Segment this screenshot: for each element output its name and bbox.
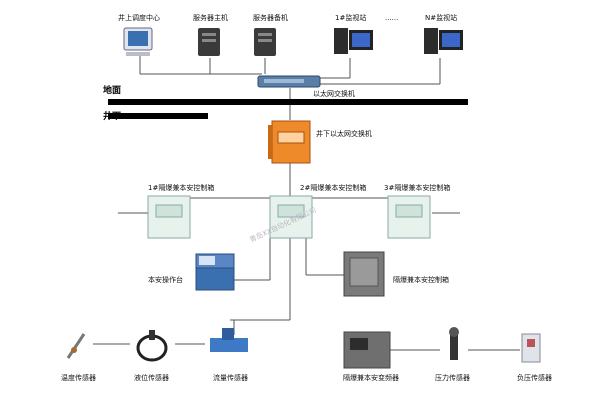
server-host-label: 服务器主机: [193, 14, 228, 22]
box-1-label: 1#隔爆兼本安控制箱: [148, 184, 215, 192]
operator-console-icon: [195, 253, 235, 291]
vacuum-sensor-label: 负压传感器: [517, 374, 552, 382]
cabinet-icon: [343, 251, 385, 297]
box-3-label: 3#隔爆兼本安控制箱: [384, 184, 451, 192]
ground-bar: [108, 99, 468, 105]
dispatch-center-label: 井上调度中心: [118, 14, 160, 22]
ethernet-switch-icon: [257, 75, 321, 88]
ground-label: 地面: [103, 86, 122, 96]
monitor-station-1-icon: [334, 28, 373, 54]
server-host-icon: [198, 28, 220, 56]
monitor-station-n-label: N#监视站: [425, 14, 458, 22]
flow-sensor-label: 流量传感器: [213, 374, 248, 382]
control-box-2-icon: [269, 195, 313, 239]
level-sensor-icon: [136, 330, 168, 362]
cabinet-label: 隔爆兼本安控制箱: [393, 276, 449, 284]
monitor-station-1-label: 1#监视站: [335, 14, 367, 22]
operator-console-label: 本安操作台: [148, 276, 183, 284]
box-2-label: 2#隔爆兼本安控制箱: [300, 184, 367, 192]
dispatch-computer-icon: [123, 27, 153, 56]
level-sensor-label: 液位传感器: [134, 374, 169, 382]
pressure-sensor-icon: [449, 327, 459, 360]
switch-label: 以太网交换机: [313, 90, 355, 98]
underground-bar: [108, 113, 208, 119]
temperature-sensor-label: 温度传感器: [61, 374, 96, 382]
mine-switch-icon: [268, 120, 311, 164]
server-backup-icon: [254, 28, 276, 56]
control-box-3-icon: [387, 195, 431, 239]
flow-sensor-icon: [210, 328, 248, 352]
inverter-label: 隔爆兼本安变频器: [343, 374, 399, 382]
monitor-station-n-icon: [424, 28, 463, 54]
control-box-1-icon: [147, 195, 191, 239]
underground-label: 井下: [103, 112, 122, 122]
inverter-icon: [343, 331, 391, 369]
server-backup-label: 服务器备机: [253, 14, 288, 22]
temperature-sensor-icon: [66, 333, 86, 359]
mine-switch-label: 井下以太网交换机: [316, 130, 372, 138]
pressure-sensor-label: 压力传感器: [435, 374, 470, 382]
ellipsis-label: ......: [385, 14, 399, 22]
vacuum-sensor-icon: [521, 333, 541, 363]
